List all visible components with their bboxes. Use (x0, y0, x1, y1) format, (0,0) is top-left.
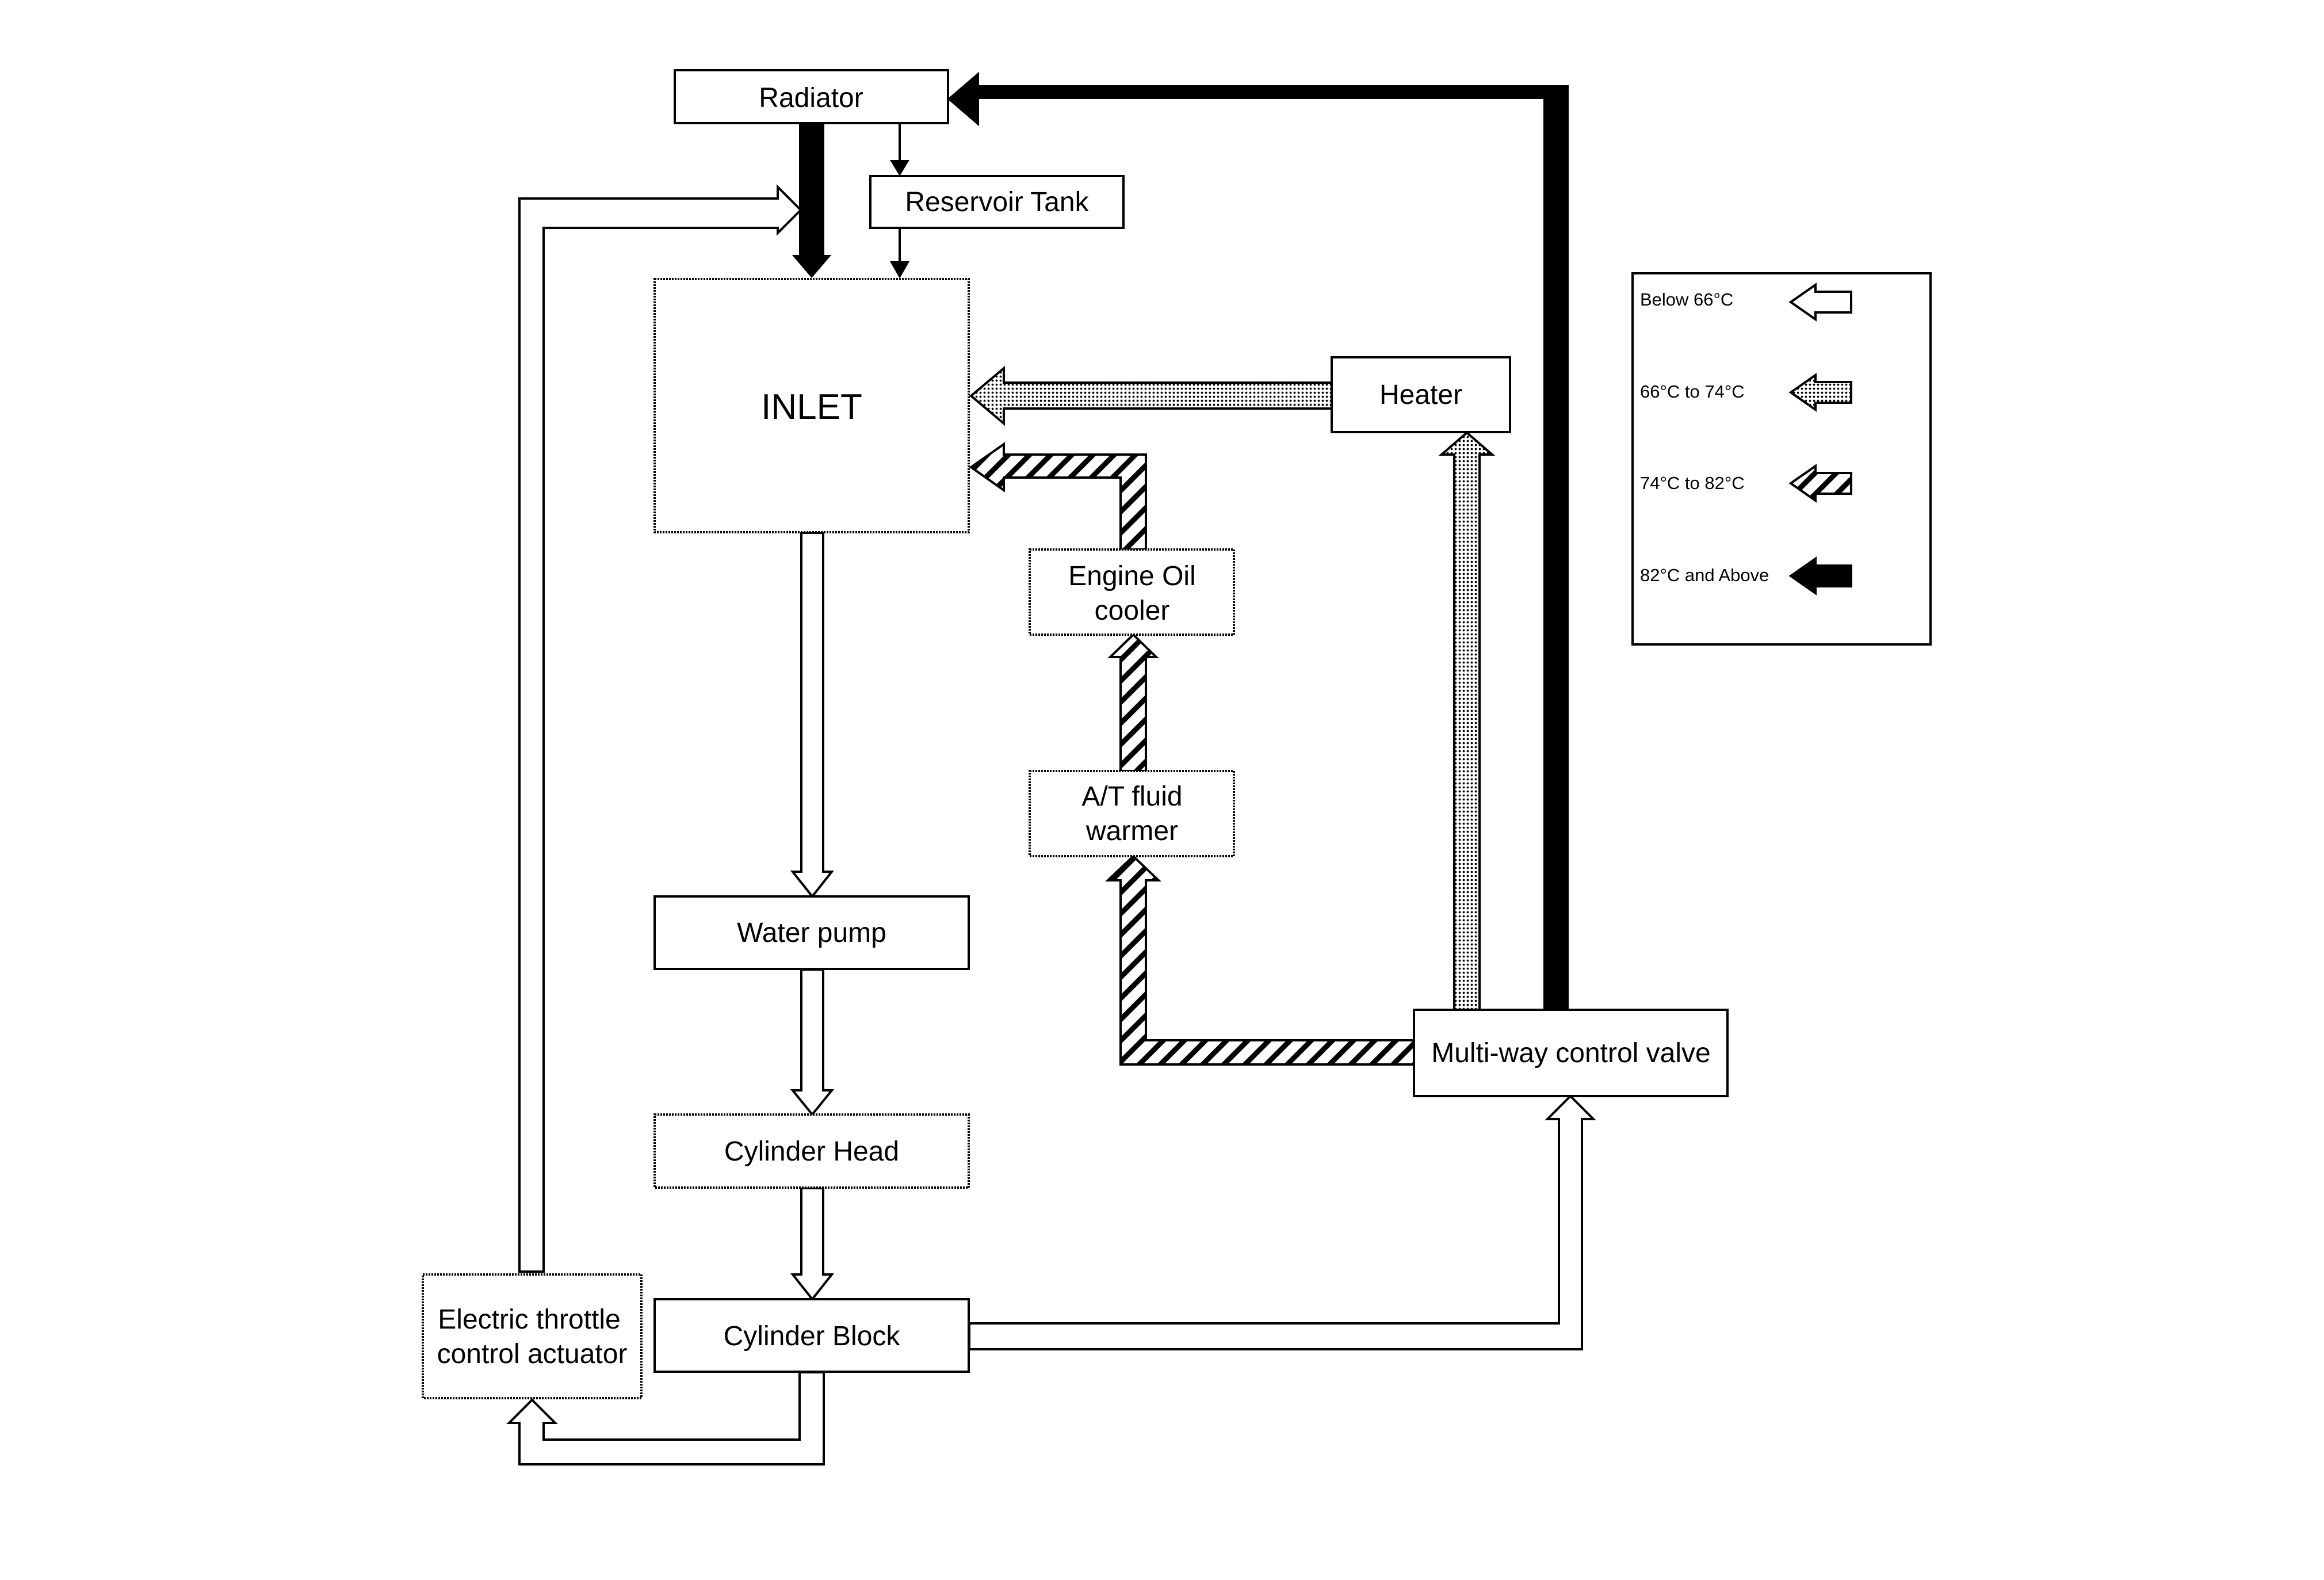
inlet-box: INLET (653, 278, 970, 533)
legend-item-74-82: 74°C to 82°C (1640, 464, 1852, 503)
radiator-label: Radiator (759, 83, 863, 113)
water-pump-box: Water pump (653, 895, 970, 970)
at-fluid-warmer-label-line1: A/T fluid (1081, 781, 1182, 812)
electric-throttle-label-line1: Electric throttle (438, 1304, 620, 1335)
water-pump-label: Water pump (737, 918, 886, 948)
flow-arrow-valve-to-radiator (947, 71, 1569, 1011)
engine-oil-cooler-label-line1: Engine Oil (1068, 561, 1195, 591)
reservoir-tank-box: Reservoir Tank (869, 175, 1125, 229)
cylinder-head-box: Cylinder Head (653, 1113, 970, 1189)
flow-arrow-cylblock-to-throttle (506, 1371, 825, 1465)
flow-arrow-valve-to-atwarmer (1105, 854, 1416, 1066)
flow-arrow-valve-to-heater (1438, 431, 1496, 1011)
legend-item-below-66: Below 66°C (1640, 283, 1852, 322)
flow-arrow-oilcooler-to-inlet (969, 442, 1147, 551)
engine-oil-cooler-label-line2: cooler (1095, 596, 1170, 626)
cylinder-head-label: Cylinder Head (724, 1136, 899, 1167)
electric-throttle-label-line2: control actuator (437, 1339, 628, 1369)
legend-swatch-hollow (1788, 283, 1852, 322)
legend: Below 66°C 66°C to 74°C 74°C to 82°C 82°… (1631, 272, 1932, 646)
legend-item-82-above: 82°C and Above (1640, 556, 1852, 596)
radiator-box: Radiator (674, 69, 949, 124)
flow-arrow-atwarmer-to-oilcooler (1107, 633, 1159, 772)
heater-label: Heater (1379, 380, 1462, 410)
cylinder-block-box: Cylinder Block (653, 1298, 970, 1373)
heater-box: Heater (1331, 356, 1511, 433)
legend-swatch-dotted (1788, 373, 1852, 412)
inlet-label: INLET (761, 387, 862, 427)
cylinder-block-label: Cylinder Block (724, 1321, 901, 1352)
flow-arrow-inlet-to-waterpump (790, 532, 835, 899)
legend-label-82-above: 82°C and Above (1640, 565, 1769, 585)
multi-way-control-valve-box: Multi-way control valve (1413, 1009, 1729, 1097)
legend-label-74-82: 74°C to 82°C (1640, 473, 1745, 493)
flow-arrow-cylhead-to-cylblock (790, 1187, 835, 1302)
flow-arrow-heater-to-inlet (969, 365, 1333, 426)
electric-throttle-actuator-box: Electric throttle control actuator (422, 1273, 643, 1399)
reservoir-tank-label: Reservoir Tank (905, 187, 1089, 217)
multi-way-control-valve-label: Multi-way control valve (1431, 1038, 1710, 1068)
flow-arrow-radiator-to-inlet (792, 123, 832, 278)
flow-arrowhead-inlet (890, 261, 909, 278)
legend-swatch-solid (1788, 556, 1852, 596)
flow-arrow-throttle-to-inlet (518, 184, 802, 1273)
flow-arrow-cylblock-to-valve (968, 1094, 1596, 1350)
legend-swatch-hatched (1788, 464, 1852, 503)
legend-item-66-74: 66°C to 74°C (1640, 373, 1852, 412)
flow-arrow-waterpump-to-cylhead (790, 968, 835, 1117)
at-fluid-warmer-box: A/T fluid warmer (1029, 770, 1235, 857)
engine-oil-cooler-box: Engine Oil cooler (1029, 548, 1235, 636)
at-fluid-warmer-label-line2: warmer (1085, 816, 1178, 846)
legend-label-66-74: 66°C to 74°C (1640, 381, 1745, 402)
flow-arrowhead-reservoir (890, 160, 909, 176)
legend-label-below-66: Below 66°C (1640, 289, 1733, 310)
